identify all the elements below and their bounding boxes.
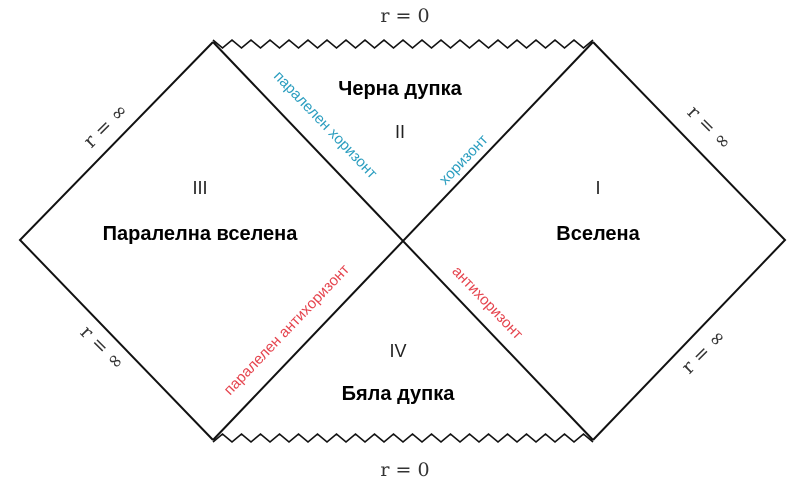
region-ii-numeral: II [395,122,405,142]
diagonal-horizon [212,41,594,441]
label-horizon: хоризонт [436,131,492,188]
region-iii-numeral: III [192,178,207,198]
outer-left-edges [18,41,214,441]
label-bottom-right-rinf: r = ∞ [677,325,730,378]
label-bottom-r0: r = 0 [380,459,429,481]
region-i-numeral: I [595,178,600,198]
region-iv-numeral: IV [389,341,406,361]
region-iii-name: Паралелна вселена [103,223,299,245]
outer-right-edges [592,41,787,441]
label-antihorizon: антихоризонт [448,263,526,343]
label-bottom-left-rinf: r = ∞ [76,321,129,374]
label-top-left-rinf: r = ∞ [79,99,132,152]
region-i-name: Вселена [556,223,640,245]
label-top-right-rinf: r = ∞ [683,101,736,154]
label-parallel-antihorizon: паралелен антихоризонт [221,261,353,398]
singularity-bottom-zigzag [212,432,594,444]
region-ii-name: Черна дупка [338,78,462,100]
label-top-r0: r = 0 [380,5,429,27]
region-iv-name: Бяла дупка [342,383,456,405]
singularity-top-zigzag [212,38,594,50]
